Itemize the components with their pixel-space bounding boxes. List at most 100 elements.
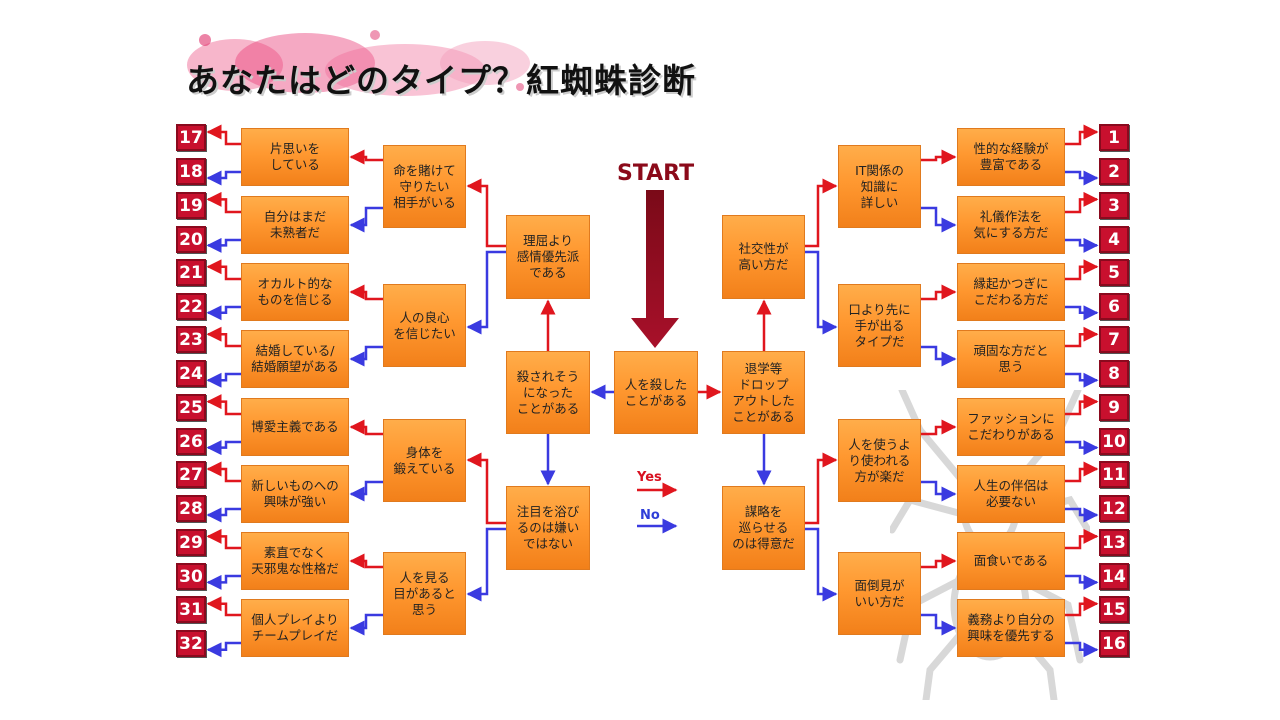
result-tag: 8 bbox=[1099, 360, 1129, 387]
no-connector bbox=[466, 250, 506, 335]
yes-connector bbox=[921, 284, 957, 301]
result-tag: 20 bbox=[176, 226, 206, 253]
question-box-left-l3: 自分はまだ 未熟者だ bbox=[241, 196, 349, 254]
question-box-right-l2: IT関係の 知識に 詳しい bbox=[838, 145, 921, 228]
no-connector bbox=[921, 480, 957, 502]
result-tag: 18 bbox=[176, 158, 206, 185]
yes-connector bbox=[805, 178, 838, 248]
question-box-left-l3: 博愛主義である bbox=[241, 398, 349, 456]
question-box-center-no: 殺されそう になった ことがある bbox=[506, 351, 590, 434]
question-box-left-l3: 新しいものへの 興味が強い bbox=[241, 465, 349, 523]
result-tag: 14 bbox=[1099, 563, 1129, 590]
question-box-center-yes: 退学等 ドロップ アウトした ことがある bbox=[722, 351, 805, 434]
no-connector bbox=[349, 613, 383, 636]
yes-connector bbox=[1065, 326, 1099, 348]
question-box-left-l1: 注目を浴び るのは嫌い ではない bbox=[506, 486, 590, 570]
result-tag: 9 bbox=[1099, 394, 1129, 421]
result-tag: 26 bbox=[176, 428, 206, 455]
question-box-right-l3: 礼儀作法を 気にする方だ bbox=[957, 196, 1065, 254]
no-connector bbox=[1065, 440, 1099, 456]
yes-connector bbox=[349, 284, 383, 301]
paint-splash-decoration bbox=[187, 30, 530, 96]
question-box-left-l2: 命を賭けて 守りたい 相手がいる bbox=[383, 145, 466, 228]
no-connector bbox=[1065, 641, 1099, 658]
question-box-right-l3: 縁起かつぎに こだわる方だ bbox=[957, 263, 1065, 321]
result-tag: 21 bbox=[176, 259, 206, 286]
question-box-right-l3: 義務より自分の 興味を優先する bbox=[957, 599, 1065, 657]
yes-connector bbox=[206, 394, 241, 416]
no-connector bbox=[1065, 170, 1099, 186]
no-connector bbox=[1065, 237, 1099, 253]
result-tag: 25 bbox=[176, 394, 206, 421]
no-connector bbox=[206, 305, 241, 321]
yes-connector bbox=[206, 191, 241, 214]
no-connector bbox=[349, 480, 383, 502]
question-box-start: 人を殺した ことがある bbox=[614, 351, 698, 434]
result-tag: 30 bbox=[176, 563, 206, 590]
result-tag: 24 bbox=[176, 360, 206, 387]
no-connector bbox=[349, 345, 383, 367]
no-connector bbox=[921, 613, 957, 636]
legend-yes-label: Yes bbox=[637, 470, 662, 485]
result-tag: 1 bbox=[1099, 124, 1129, 151]
result-tag: 5 bbox=[1099, 259, 1129, 286]
result-tag: 4 bbox=[1099, 226, 1129, 253]
result-tag: 12 bbox=[1099, 495, 1129, 522]
no-connector bbox=[805, 527, 838, 602]
yes-connector bbox=[921, 419, 957, 436]
no-connector bbox=[1065, 305, 1099, 321]
result-tag: 3 bbox=[1099, 192, 1129, 219]
yes-connector bbox=[206, 596, 241, 617]
result-tag: 19 bbox=[176, 192, 206, 219]
no-connector bbox=[206, 372, 241, 388]
yes-connector bbox=[1065, 191, 1099, 214]
yes-connector bbox=[206, 461, 241, 483]
no-connector bbox=[466, 527, 506, 602]
no-connector bbox=[1065, 372, 1099, 388]
result-tag: 29 bbox=[176, 529, 206, 556]
yes-connector bbox=[1065, 394, 1099, 416]
yes-connector bbox=[466, 452, 506, 525]
result-tag: 10 bbox=[1099, 428, 1129, 455]
question-box-right-l2: 面倒見が いい方だ bbox=[838, 552, 921, 635]
result-tag: 27 bbox=[176, 461, 206, 488]
start-arrow bbox=[631, 190, 679, 348]
no-connector bbox=[206, 237, 241, 253]
question-box-left-l3: 結婚している/ 結婚願望がある bbox=[241, 330, 349, 388]
question-box-left-l3: 個人プレイより チームプレイだ bbox=[241, 599, 349, 657]
yes-connector bbox=[206, 528, 241, 550]
no-connector bbox=[206, 507, 241, 523]
result-tag: 7 bbox=[1099, 326, 1129, 353]
question-box-left-l2: 身体を 鍛えている bbox=[383, 419, 466, 502]
yes-connector bbox=[805, 452, 838, 525]
question-box-right-l3: 性的な経験が 豊富である bbox=[957, 128, 1065, 186]
question-box-right-l3: 人生の伴侶は 必要ない bbox=[957, 465, 1065, 523]
no-connector bbox=[349, 206, 383, 233]
yes-connector bbox=[1065, 259, 1099, 281]
no-connector bbox=[206, 170, 241, 186]
question-box-left-l1: 理屈より 感情優先派 である bbox=[506, 215, 590, 299]
result-tag: 16 bbox=[1099, 630, 1129, 657]
yes-connector bbox=[206, 259, 241, 281]
result-tag: 22 bbox=[176, 293, 206, 320]
question-box-left-l3: オカルト的な ものを信じる bbox=[241, 263, 349, 321]
no-connector bbox=[805, 250, 838, 335]
yes-connector bbox=[466, 178, 506, 248]
yes-connector bbox=[1065, 461, 1099, 483]
question-box-left-l3: 片思いを している bbox=[241, 128, 349, 186]
result-tag: 15 bbox=[1099, 596, 1129, 623]
question-box-right-l2: 人を使うよ り使われる 方が楽だ bbox=[838, 419, 921, 502]
question-box-left-l2: 人の良心 を信じたい bbox=[383, 284, 466, 367]
no-connector bbox=[1065, 574, 1099, 590]
no-connector bbox=[206, 574, 241, 590]
yes-connector bbox=[921, 553, 957, 569]
result-tag: 32 bbox=[176, 630, 206, 657]
result-tag: 31 bbox=[176, 596, 206, 623]
yes-connector bbox=[1065, 124, 1099, 146]
no-connector bbox=[921, 206, 957, 233]
yes-connector bbox=[1065, 596, 1099, 617]
no-connector bbox=[921, 345, 957, 367]
yes-connector bbox=[1065, 528, 1099, 550]
question-box-right-l3: ファッションに こだわりがある bbox=[957, 398, 1065, 456]
